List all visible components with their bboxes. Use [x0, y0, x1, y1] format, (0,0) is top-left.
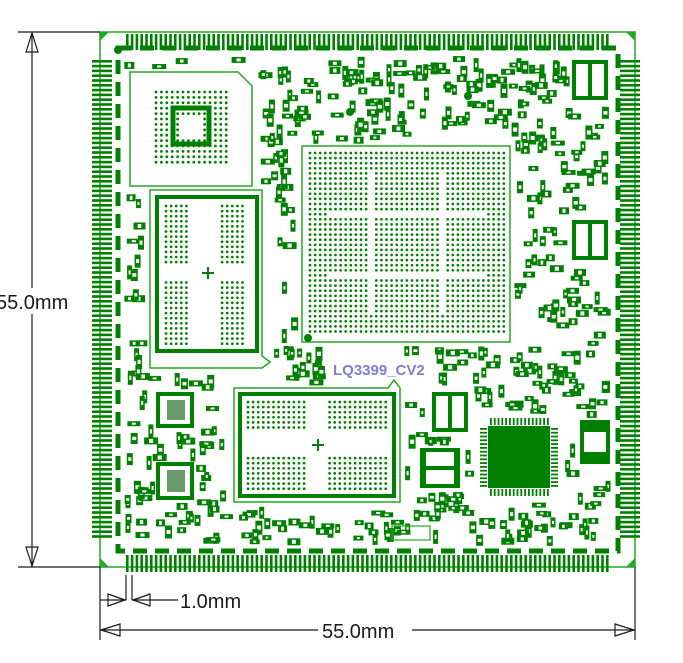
- soc-bga-package: [301, 145, 511, 343]
- width-dimension: [99, 567, 636, 640]
- edge-pins-top: [126, 34, 609, 50]
- corner-mark-tl: [100, 32, 109, 41]
- edge-pins-right: [620, 60, 640, 538]
- edge-pins-left: [92, 60, 112, 538]
- inner-frame: [115, 45, 621, 554]
- small-ic-lower: [156, 462, 194, 500]
- corner-mark-br: [626, 558, 635, 567]
- edge-pins-bottom: [126, 555, 609, 572]
- board-label: LQ3399_CV2: [333, 362, 425, 379]
- height-dimension-label: 55.0mm: [0, 292, 68, 314]
- small-ic-upper: [156, 392, 194, 428]
- inductors: [420, 60, 610, 488]
- ddr-chip-bottom: [233, 378, 401, 503]
- corner-mark-bl: [100, 558, 109, 567]
- passive-components: [114, 46, 611, 546]
- width-dimension-label: 55.0mm: [322, 621, 394, 643]
- height-dimension: [18, 31, 100, 568]
- qfp-chip: [480, 418, 558, 496]
- pitch-dimension-label: 1.0mm: [180, 591, 241, 613]
- small-bga-package: [129, 71, 253, 187]
- ddr-chip-left: [149, 189, 272, 369]
- pitch-dimension: [99, 567, 178, 640]
- corner-mark-tr: [626, 32, 635, 41]
